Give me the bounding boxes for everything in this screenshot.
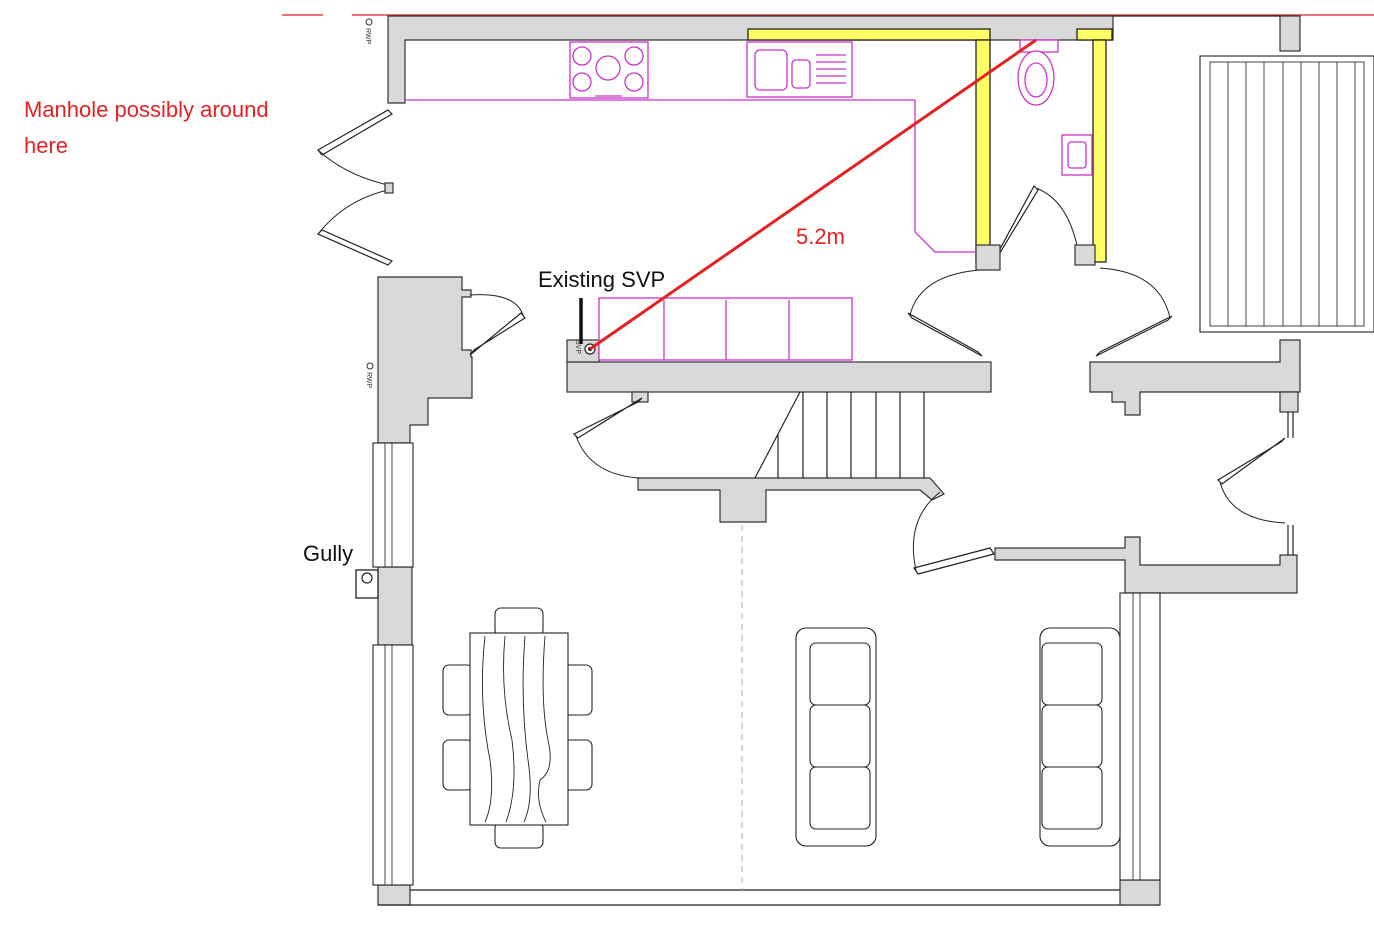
kitchen-door-arc <box>909 269 981 316</box>
utility-door-arc <box>1099 267 1171 319</box>
chair-left-2 <box>442 739 474 791</box>
stud-wall-top <box>747 28 991 41</box>
dining-set <box>442 607 593 849</box>
hob-ring-4 <box>572 72 592 92</box>
stair-wall <box>637 477 945 523</box>
left-door-arc-top <box>317 149 389 186</box>
sofa-right-seat-2 <box>1041 704 1103 768</box>
slatted-unit-frame <box>1199 55 1374 333</box>
svp-label-small: SVP <box>574 340 581 354</box>
svp-label: Existing SVP <box>538 267 665 292</box>
partition-nib <box>631 391 649 403</box>
rwp-mid-icon <box>366 362 374 370</box>
table-grain-3 <box>522 635 531 823</box>
cupboard-door <box>469 312 526 356</box>
table-grain-4 <box>538 635 551 823</box>
lower-hall-wall <box>994 536 1298 594</box>
chair-left-1 <box>442 664 474 716</box>
left-wall-gully-section <box>377 566 413 646</box>
left-door-arc-bottom <box>317 189 389 235</box>
bottom-right-corner <box>1119 879 1161 906</box>
gully-label: Gully <box>303 541 353 566</box>
living-door-arc <box>912 491 941 571</box>
bottom-left-corner <box>377 884 411 906</box>
wc-pan <box>1017 50 1055 106</box>
sofa-right-seat-1 <box>1041 642 1103 706</box>
sofa-left-seat-1 <box>809 642 871 706</box>
left-door-mullion <box>384 182 394 194</box>
window-upper-frame <box>372 442 414 568</box>
hob-ring-5 <box>624 72 644 92</box>
left-door-leaf-bottom <box>316 229 394 266</box>
sink-bowl <box>754 49 788 91</box>
stair-cupboard-door <box>572 397 643 439</box>
staircase <box>741 391 925 890</box>
chair-bottom <box>494 821 544 849</box>
wc-seat <box>1024 62 1048 98</box>
kitchen-partition-wall <box>566 361 992 393</box>
gully-grate <box>361 572 373 584</box>
kitchen-units <box>405 39 1093 361</box>
cupboard-door-arc <box>469 294 524 316</box>
hob-ring-1 <box>572 46 592 66</box>
drainer <box>816 54 846 84</box>
top-right-pier <box>1279 15 1301 52</box>
wc-door-arc <box>1035 187 1079 251</box>
rwp-mid-label: RWP <box>365 372 372 389</box>
utility-door <box>1095 315 1173 357</box>
left-door-leaf-top <box>317 109 393 156</box>
distance-label: 5.2m <box>796 224 845 249</box>
rwp-top-label: RWP <box>364 28 371 45</box>
sofa-right <box>1039 627 1121 847</box>
slatted-unit-inner <box>1209 61 1365 327</box>
sofa-left <box>795 627 877 847</box>
sofa-right-seat-3 <box>1041 766 1103 830</box>
stud-wall-right <box>1092 39 1107 263</box>
sofa-left-seat-3 <box>809 766 871 830</box>
manhole-note-line-1: Manhole possibly around <box>24 97 269 122</box>
hob-ring-3 <box>595 55 621 81</box>
front-door-arc <box>1219 481 1286 524</box>
rwp-top-icon <box>365 18 373 26</box>
stud-wall <box>747 28 1113 271</box>
front-door <box>1217 437 1286 485</box>
manhole-note-line-2: here <box>24 133 68 158</box>
doors <box>316 109 1286 575</box>
left-pier <box>377 276 473 444</box>
living-door <box>913 547 995 575</box>
stair-cupboard-arc <box>575 435 641 479</box>
chair-top <box>494 607 544 637</box>
window-lower-frame <box>372 644 414 886</box>
svp-distance-line <box>589 38 1037 351</box>
hall-partition-wall <box>1089 339 1301 416</box>
table-grain-2 <box>503 635 515 823</box>
right-wall-upper <box>1279 391 1299 413</box>
sink-half-bowl <box>791 59 811 89</box>
kitchen-door <box>907 312 983 357</box>
sofa-left-seat-2 <box>809 704 871 768</box>
slatted-unit <box>1199 55 1374 333</box>
hob-ring-2 <box>624 46 644 66</box>
table-grain-1 <box>481 635 493 823</box>
stud-end-left <box>975 244 1001 271</box>
stud-wall-top-right <box>1076 28 1113 41</box>
left-windows <box>372 442 1161 886</box>
basin-bowl <box>1067 141 1087 169</box>
worktop-outline <box>405 99 976 253</box>
dining-table <box>469 632 569 826</box>
stud-end-right <box>1074 244 1096 266</box>
hob <box>569 41 649 99</box>
basin <box>1061 134 1093 176</box>
